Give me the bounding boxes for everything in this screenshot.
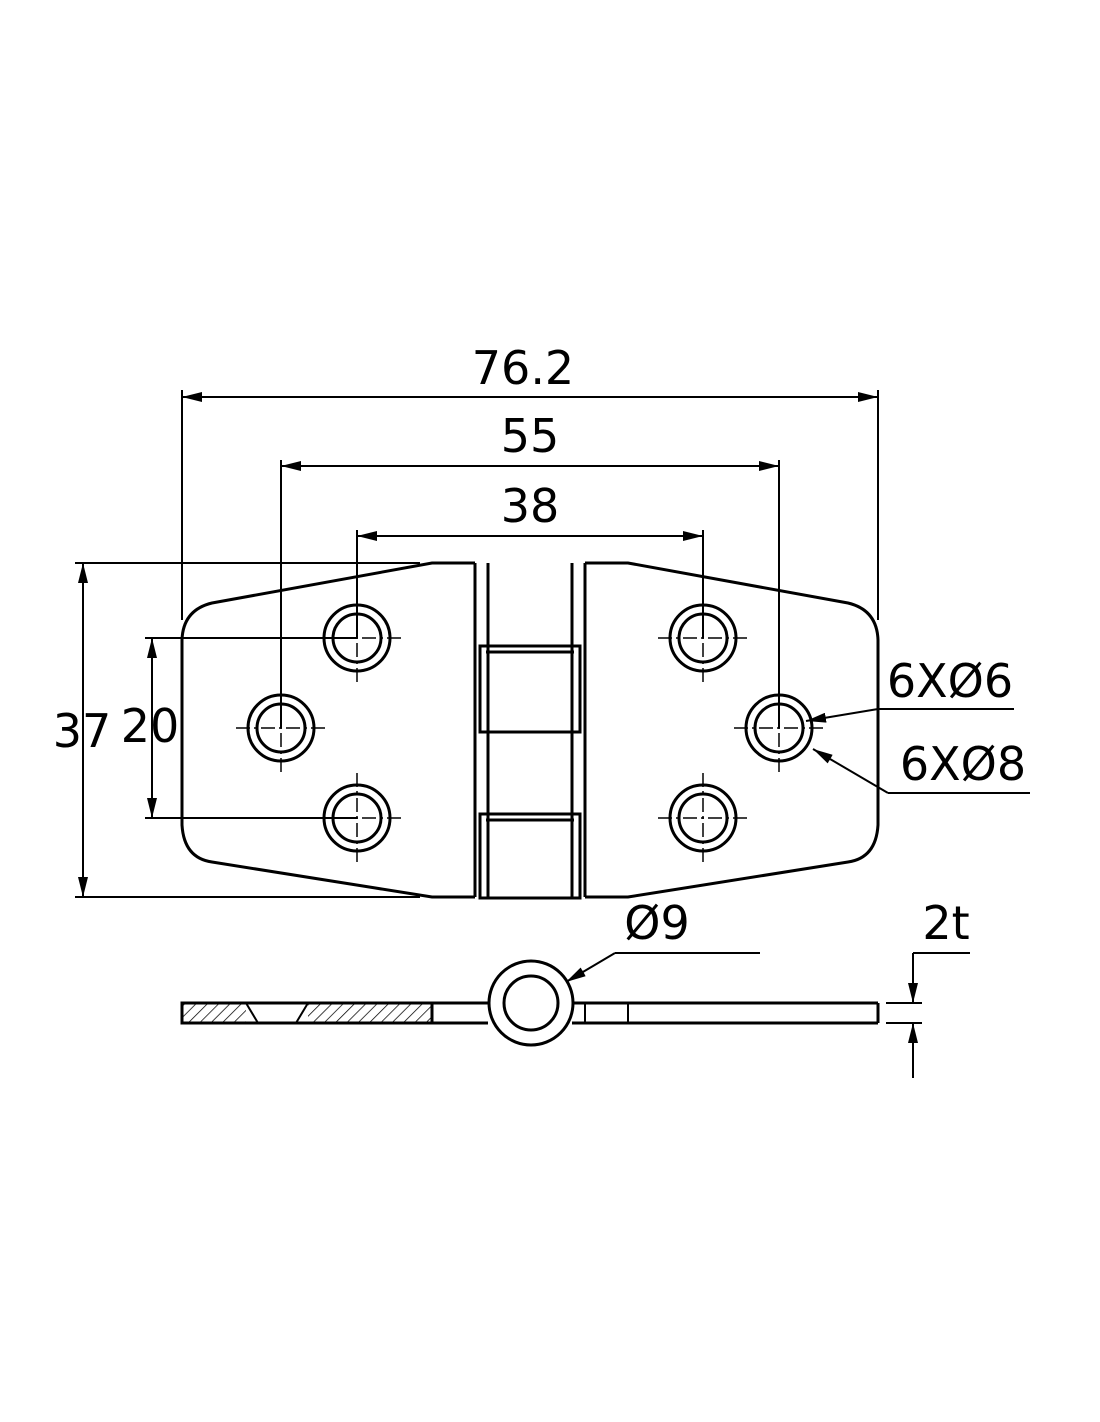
hinge-side-view (180, 959, 880, 1047)
callout-pin-diameter: Ø9 (565, 896, 760, 983)
hole-row-spacing-label: 20 (121, 699, 180, 753)
screw-holes (236, 593, 824, 863)
hinge-plate-outline (180, 561, 880, 899)
screw-hole (658, 773, 748, 863)
hinge-knuckle (478, 563, 582, 900)
inner-hole-spacing-label: 38 (501, 479, 560, 533)
callout-large-hole: 6XØ8 (812, 737, 1030, 794)
outer-hole-spacing-label: 55 (501, 409, 560, 463)
dimension-outer-hole-spacing: 55 (280, 409, 780, 728)
large-hole-callout-label: 6XØ8 (900, 737, 1026, 791)
dimension-overall-width: 37 (53, 562, 420, 898)
thickness-label: 2t (922, 896, 969, 950)
dimension-hole-row-spacing: 20 (121, 637, 357, 819)
dimension-overall-length: 76.2 (181, 341, 879, 620)
overall-length-label: 76.2 (472, 341, 574, 395)
dimension-inner-hole-spacing: 38 (356, 479, 704, 638)
callout-small-hole: 6XØ6 (805, 654, 1014, 723)
pin-diameter-label: Ø9 (624, 896, 689, 950)
small-hole-callout-label: 6XØ6 (887, 654, 1013, 708)
overall-width-label: 37 (53, 704, 112, 758)
dimension-thickness: 2t (886, 896, 970, 1078)
